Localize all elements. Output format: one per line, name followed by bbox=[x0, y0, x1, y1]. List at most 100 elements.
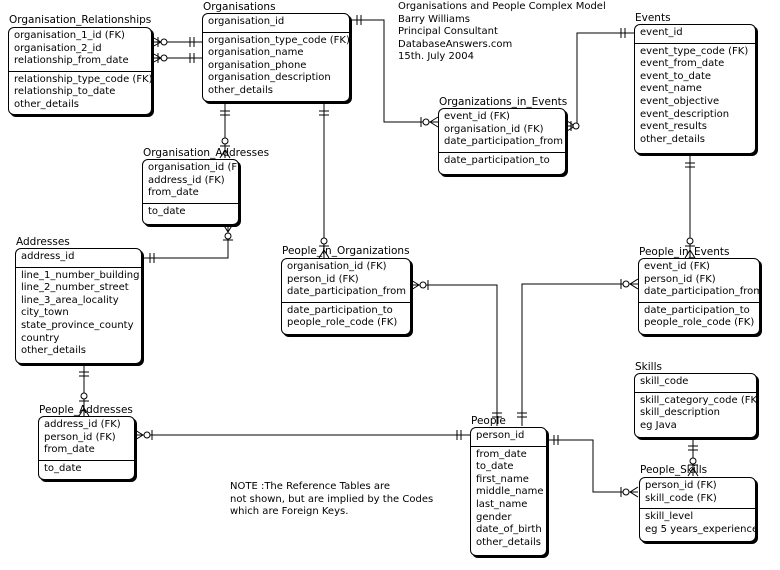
attribute: country bbox=[21, 332, 60, 344]
attribute: relationship_to_date bbox=[14, 86, 116, 98]
attribute: relationship_from_date bbox=[14, 55, 129, 67]
note-line-2: not shown, but are implied by the Codes bbox=[230, 493, 434, 505]
attribute: address_id (FK) bbox=[44, 419, 121, 430]
attribute: event_name bbox=[640, 83, 702, 95]
attribute: event_objective bbox=[640, 95, 720, 107]
attribute: other_details bbox=[21, 345, 86, 357]
attribute: organisation_1_id (FK) bbox=[14, 30, 125, 41]
entity-people[interactable]: person_id from_date to_date first_name m… bbox=[470, 427, 547, 556]
attribute: relationship_type_code (FK) bbox=[14, 73, 152, 85]
entity-people-in-orgs[interactable]: organisation_id (FK) person_id (FK) date… bbox=[281, 258, 411, 335]
attribute: person_id bbox=[476, 430, 525, 441]
entity-attributes: to_date bbox=[39, 461, 134, 479]
attribute: eg Java bbox=[640, 419, 677, 431]
attribute: skill_description bbox=[640, 407, 720, 419]
attribute: organisation_id (FK) bbox=[287, 261, 387, 272]
attribute: line_1_number_building bbox=[21, 269, 140, 281]
entity-attributes: from_date to_date first_name middle_name… bbox=[471, 447, 546, 553]
entity-org-relationships[interactable]: organisation_1_id (FK) organisation_2_id… bbox=[8, 27, 152, 115]
entity-keys: skill_code bbox=[635, 374, 756, 393]
attribute: event_to_date bbox=[640, 70, 712, 82]
attribute: to_date bbox=[44, 462, 82, 474]
entity-title-orgs-in-events: Organizations_in_Events bbox=[439, 96, 568, 108]
attribute: state_province_county bbox=[21, 319, 134, 331]
entity-attributes: date_participation_to people_role_code (… bbox=[282, 303, 410, 333]
entity-title-people-in-events: People_in_Events bbox=[639, 246, 730, 258]
entity-keys: person_id bbox=[471, 428, 546, 447]
entity-people-skills[interactable]: person_id (FK) skill_code (FK) skill_lev… bbox=[639, 477, 756, 542]
entity-organisations[interactable]: organisation_id organisation_type_code (… bbox=[202, 13, 350, 102]
attribute: date_participation_to bbox=[644, 304, 750, 316]
rel-people-to-people-in-orgs bbox=[410, 279, 502, 426]
attribute: person_id (FK) bbox=[644, 273, 716, 285]
attribute: other_details bbox=[14, 98, 79, 110]
entity-orgs-in-events[interactable]: event_id (FK) organisation_id (FK) date_… bbox=[438, 108, 566, 175]
rel-org-to-orgs-in-events bbox=[350, 15, 439, 128]
rel-org-to-org-relationships-1 bbox=[151, 36, 203, 48]
attribute: other_details bbox=[640, 133, 705, 145]
attribute: skill_category_code (FK) bbox=[640, 394, 757, 406]
attribute: people_role_code (FK) bbox=[644, 317, 755, 329]
entity-keys: address_id bbox=[16, 249, 141, 268]
attribute: event_type_code (FK) bbox=[640, 45, 749, 57]
attribute: organisation_description bbox=[208, 72, 331, 84]
entity-keys: organisation_id bbox=[203, 14, 349, 33]
entity-title-people-in-orgs: People_in_Organizations bbox=[282, 245, 410, 257]
attribute: organisation_id (FK) bbox=[148, 162, 239, 173]
entity-keys: event_id (FK) person_id (FK) date_partic… bbox=[639, 259, 759, 303]
entity-title-organisations: Organisations bbox=[203, 1, 276, 13]
attribute: organisation_phone bbox=[208, 59, 307, 71]
attribute: skill_code bbox=[640, 376, 689, 387]
attribute: first_name bbox=[476, 473, 529, 485]
attribute: event_description bbox=[640, 108, 730, 120]
entity-people-in-events[interactable]: event_id (FK) person_id (FK) date_partic… bbox=[638, 258, 760, 335]
attribute: middle_name bbox=[476, 486, 544, 498]
attribute: date_participation_from bbox=[644, 286, 760, 298]
attribute: person_id (FK) bbox=[287, 273, 359, 285]
rel-people-to-people-skills bbox=[547, 435, 639, 498]
entity-title-addresses: Addresses bbox=[16, 236, 70, 248]
entity-keys: event_id (FK) organisation_id (FK) date_… bbox=[439, 109, 565, 153]
attribute: date_participation_to bbox=[444, 154, 550, 166]
entity-keys: organisation_1_id (FK) organisation_2_id… bbox=[9, 28, 151, 72]
entity-addresses[interactable]: address_id line_1_number_building line_2… bbox=[15, 248, 142, 364]
entity-people-addresses[interactable]: address_id (FK) person_id (FK) from_date… bbox=[38, 416, 135, 480]
attribute: other_details bbox=[476, 536, 541, 548]
rel-org-to-org-addresses bbox=[219, 101, 231, 159]
attribute: event_id (FK) bbox=[444, 111, 510, 122]
header-role: Principal Consultant bbox=[398, 26, 498, 38]
entity-skills[interactable]: skill_code skill_category_code (FK) skil… bbox=[634, 373, 757, 438]
entity-org-addresses[interactable]: organisation_id (FK) address_id (FK) fro… bbox=[142, 159, 239, 225]
rel-people-to-people-addresses bbox=[134, 429, 470, 441]
attribute: organisation_2_id bbox=[14, 42, 102, 54]
rel-org-to-people-in-orgs bbox=[318, 101, 330, 259]
attribute: skill_code (FK) bbox=[645, 492, 717, 504]
rel-events-to-people-in-events bbox=[684, 154, 696, 259]
attribute: date_participation_from bbox=[287, 286, 407, 298]
attribute: from_date bbox=[148, 187, 199, 199]
entity-events[interactable]: event_id event_type_code (FK) event_from… bbox=[634, 24, 756, 154]
attribute: to_date bbox=[476, 461, 514, 473]
attribute: last_name bbox=[476, 498, 528, 510]
attribute: person_id (FK) bbox=[645, 480, 717, 491]
attribute: city_town bbox=[21, 307, 69, 319]
attribute: from_date bbox=[44, 444, 95, 456]
attribute: organisation_type_code (FK) bbox=[208, 34, 350, 46]
attribute: to_date bbox=[148, 205, 186, 217]
entity-attributes: event_type_code (FK) event_from_date eve… bbox=[635, 44, 755, 150]
entity-attributes: to_date bbox=[143, 204, 238, 222]
attribute: other_details bbox=[208, 84, 273, 96]
attribute: gender bbox=[476, 511, 512, 523]
rel-people-to-people-in-events bbox=[517, 278, 639, 426]
header-site: DatabaseAnswers.com bbox=[398, 38, 513, 50]
entity-attributes: skill_category_code (FK) skill_descripti… bbox=[635, 393, 756, 436]
header-title: Organisations and People Complex Model bbox=[398, 1, 606, 12]
attribute: date_participation_to bbox=[287, 304, 393, 316]
rel-events-to-orgs-in-events bbox=[566, 28, 634, 132]
attribute: person_id (FK) bbox=[44, 431, 116, 443]
entity-keys: address_id (FK) person_id (FK) from_date bbox=[39, 417, 134, 461]
attribute: address_id (FK) bbox=[148, 174, 225, 186]
rel-skills-to-people-skills bbox=[687, 437, 699, 477]
entity-attributes: organisation_type_code (FK) organisation… bbox=[203, 33, 349, 101]
